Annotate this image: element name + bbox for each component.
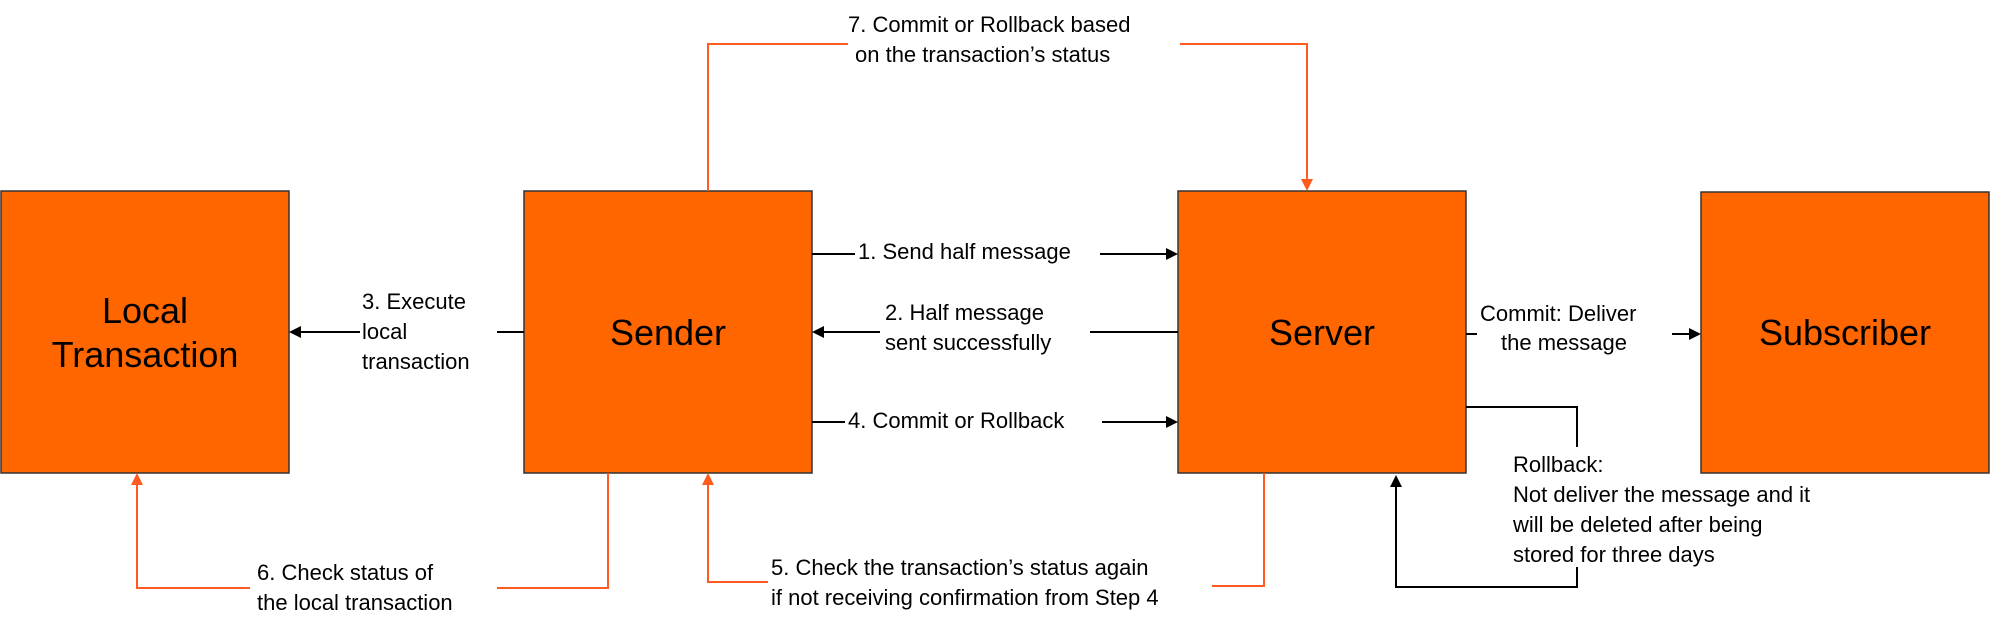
- check-local-status-label-line2: the local transaction: [257, 590, 453, 615]
- server-label: Server: [1269, 312, 1375, 353]
- rollback-label-line2: Not deliver the message and it: [1513, 482, 1810, 507]
- local-transaction-label-line2: Transaction: [52, 334, 239, 375]
- edge-commit-deliver: Commit: Deliver the message: [1466, 301, 1701, 355]
- edge-half-message-success: 2. Half message sent successfully: [812, 300, 1178, 355]
- commit-or-rollback-label: 4. Commit or Rollback: [848, 408, 1065, 433]
- edge-execute-local-transaction: 3. Execute local transaction: [289, 289, 524, 374]
- server-box: Server: [1177, 190, 1467, 474]
- sender-label: Sender: [610, 312, 726, 353]
- edge-check-local-status: 6. Check status of the local transaction: [131, 473, 609, 615]
- local-transaction-box: Local Transaction: [0, 190, 290, 474]
- check-status-again-label-line1: 5. Check the transaction’s status again: [771, 555, 1148, 580]
- execute-label-line1: 3. Execute: [362, 289, 466, 314]
- rollback-label-line1: Rollback:: [1513, 452, 1603, 477]
- check-status-again-label-line2: if not receiving confirmation from Step …: [771, 585, 1159, 610]
- edge-commit-or-rollback: 4. Commit or Rollback: [812, 408, 1178, 433]
- subscriber-label: Subscriber: [1759, 312, 1931, 353]
- sender-box: Sender: [523, 190, 813, 474]
- execute-label-line2: local: [362, 319, 407, 344]
- local-transaction-label-line1: Local: [102, 290, 188, 331]
- commit-rollback-status-label-line1: 7. Commit or Rollback based: [848, 12, 1130, 37]
- send-half-message-label: 1. Send half message: [858, 239, 1071, 264]
- edge-check-status-again: 5. Check the transaction’s status again …: [702, 473, 1265, 610]
- subscriber-box: Subscriber: [1700, 191, 1990, 474]
- edge-commit-rollback-based-on-status: 7. Commit or Rollback based on the trans…: [707, 12, 1313, 191]
- half-message-label-line2: sent successfully: [885, 330, 1051, 355]
- edge-send-half-message: 1. Send half message: [812, 239, 1178, 264]
- commit-deliver-label-line2: the message: [1501, 330, 1627, 355]
- edge-rollback: Rollback: Not deliver the message and it…: [1390, 406, 1810, 588]
- check-local-status-label-line1: 6. Check status of: [257, 560, 434, 585]
- rollback-label-line3: will be deleted after being: [1512, 512, 1763, 537]
- commit-deliver-label-line1: Commit: Deliver: [1480, 301, 1636, 326]
- rollback-label-line4: stored for three days: [1513, 542, 1715, 567]
- half-message-label-line1: 2. Half message: [885, 300, 1044, 325]
- execute-label-line3: transaction: [362, 349, 470, 374]
- commit-rollback-status-label-line2: on the transaction’s status: [855, 42, 1110, 67]
